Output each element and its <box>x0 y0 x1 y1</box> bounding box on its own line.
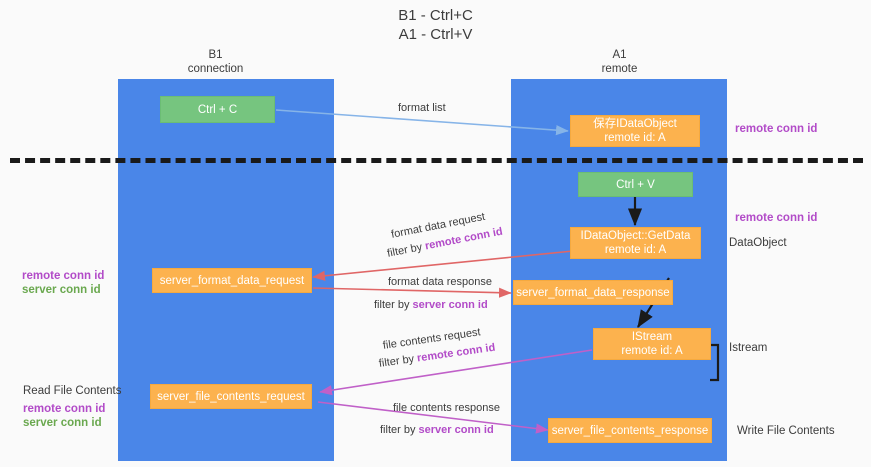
side-label-left-remote-conn-id-2: remote conn id <box>23 403 106 415</box>
node-istream-remote-id: remote id: A <box>621 345 683 357</box>
node-getdata-remote-id: remote id: A <box>604 244 667 256</box>
page-title: B1 - Ctrl+C A1 - Ctrl+V <box>0 6 871 44</box>
edge-format-data-response <box>312 287 512 298</box>
node-server-format-data-response[interactable]: server_format_data_response <box>513 280 673 305</box>
edge-format-data-request <box>312 250 574 281</box>
node-ctrl-c[interactable]: Ctrl + C <box>160 96 275 123</box>
title-line-1: B1 - Ctrl+C <box>398 7 473 24</box>
filter-prefix-4: filter by <box>380 424 419 436</box>
side-label-istream: Istream <box>729 342 768 354</box>
node-server-format-data-request-label: server_format_data_request <box>159 274 305 287</box>
edge-label-format-data-response: format data response <box>388 276 492 288</box>
node-server-file-contents-response[interactable]: server_file_contents_response <box>548 418 712 443</box>
filter-prefix-3: filter by <box>378 352 418 370</box>
node-save-idataobject[interactable]: 保存IDataObject remote id: A <box>570 115 700 147</box>
column-header-a1: A1 remote <box>552 48 687 76</box>
side-label-dataobject: DataObject <box>729 237 787 249</box>
filter-key-server-conn-id-1: server conn id <box>412 299 488 311</box>
edge-label-format-list: format list <box>398 102 446 114</box>
edge-label-file-contents-response: file contents response <box>393 402 501 414</box>
side-label-remote-conn-id-top: remote conn id <box>735 123 818 135</box>
title-line-2: A1 - Ctrl+V <box>398 26 473 43</box>
side-label-write-file-contents: Write File Contents <box>737 425 835 437</box>
node-server-file-contents-response-label: server_file_contents_response <box>551 424 709 437</box>
filter-key-server-conn-id-2: server conn id <box>418 424 494 436</box>
side-label-remote-conn-id-middle: remote conn id <box>735 212 818 224</box>
side-label-left-remote-conn-id-1: remote conn id <box>22 270 105 282</box>
node-save-idataobject-label: 保存IDataObject <box>593 118 677 130</box>
side-label-left-server-conn-id-2: server conn id <box>23 417 102 429</box>
edge-file-contents-request <box>319 349 593 396</box>
edge-file-contents-response <box>317 401 549 434</box>
column-a1-name: A1 <box>612 49 627 61</box>
filter-prefix-2: filter by <box>374 299 413 311</box>
edge-label-format-data-response-filter: filter by server conn id <box>374 298 488 312</box>
column-b1-role: connection <box>187 63 244 75</box>
node-save-idataobject-remote-id: remote id: A <box>604 132 666 144</box>
node-ctrl-v-label: Ctrl + V <box>616 178 655 191</box>
edge-format-list <box>275 109 569 136</box>
edge-istream-loop <box>710 343 720 382</box>
node-server-file-contents-request[interactable]: server_file_contents_request <box>150 384 312 409</box>
node-server-format-data-request[interactable]: server_format_data_request <box>152 268 312 293</box>
node-ctrl-c-label: Ctrl + C <box>197 103 238 116</box>
node-getdata-label: IDataObject::GetData <box>580 230 691 242</box>
node-istream-label: IStream <box>631 331 673 343</box>
side-label-read-file-contents: Read File Contents <box>23 385 122 397</box>
node-idataobject-getdata[interactable]: IDataObject::GetData remote id: A <box>570 227 701 259</box>
column-a1-role: remote <box>601 63 638 75</box>
phase-divider <box>10 158 863 163</box>
node-ctrl-v[interactable]: Ctrl + V <box>578 172 693 197</box>
node-server-file-contents-request-label: server_file_contents_request <box>157 390 305 403</box>
node-istream[interactable]: IStream remote id: A <box>593 328 711 360</box>
column-b1-name: B1 <box>208 49 223 61</box>
edge-label-file-contents-response-filter: filter by server conn id <box>380 423 494 437</box>
side-label-left-server-conn-id-1: server conn id <box>22 284 101 296</box>
node-server-format-data-response-label: server_format_data_response <box>516 286 670 299</box>
column-header-b1: B1 connection <box>148 48 283 76</box>
